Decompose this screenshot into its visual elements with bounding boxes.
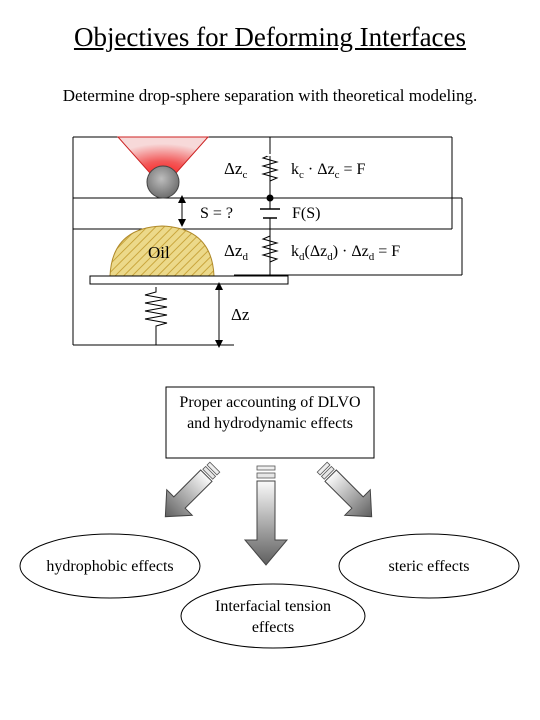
dlvo-box-text: Proper accounting of DLVO and hydrodynam… [179, 394, 361, 432]
arrow-right-icon [316, 461, 373, 518]
frame-lines [72, 136, 463, 346]
piezo-spring [144, 287, 168, 345]
force-label: F(S) [292, 205, 320, 222]
separation-arrow [178, 195, 186, 227]
dz-arrow [215, 282, 223, 348]
interfacial-label: Interfacial tension effects [215, 598, 331, 636]
probe-sphere [146, 165, 180, 199]
kc-equation: kc · Δzc = F [291, 161, 366, 181]
steric-label: steric effects [388, 558, 470, 575]
steric-oval [338, 533, 520, 599]
dzd-label: Δzd [224, 241, 248, 263]
node-dot [266, 194, 274, 202]
hydrophobic-oval [19, 533, 201, 599]
separation-label: S = ? [200, 205, 233, 222]
kd-equation: kd(Δzd) · Δzd = F [291, 243, 400, 263]
oil-drop [109, 225, 215, 277]
hydrophobic-label: hydrophobic effects [46, 558, 174, 575]
dz-label: Δz [231, 305, 250, 324]
arrow-down-icon [243, 465, 289, 566]
cantilever-spring [261, 154, 279, 182]
arrow-left-icon [164, 461, 221, 518]
oil-label: Oil [148, 243, 170, 262]
drop-spring [261, 235, 279, 263]
page-title: Objectives for Deforming Interfaces [73, 22, 467, 52]
substrate-plate [89, 275, 289, 285]
dlvo-box [165, 386, 375, 459]
dzc-label: Δzc [224, 159, 247, 181]
force-symbol [260, 208, 280, 219]
interfacial-oval [180, 583, 366, 649]
page-subtitle: Determine drop-sphere separation with th… [62, 86, 478, 105]
